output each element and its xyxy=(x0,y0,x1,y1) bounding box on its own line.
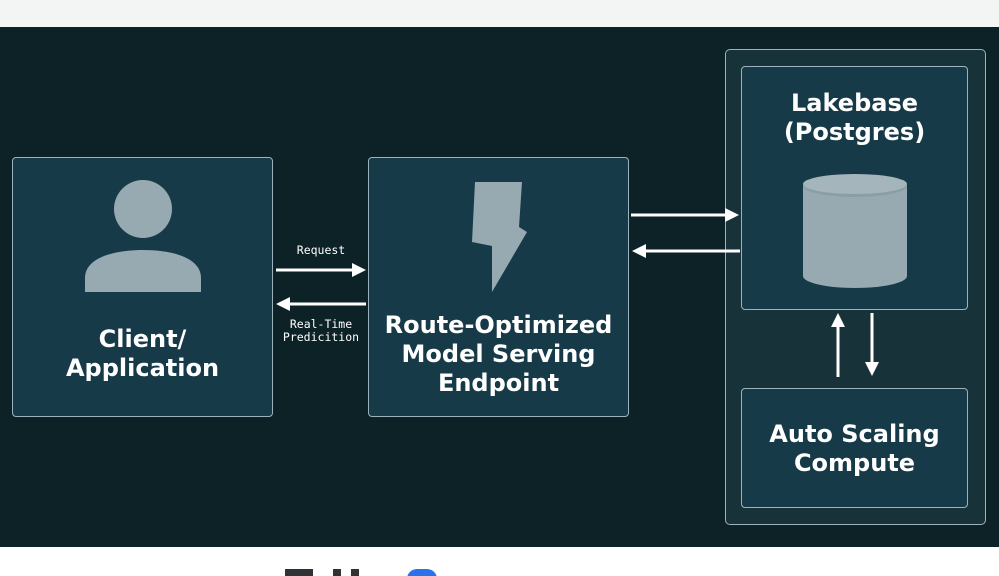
request-label: Request xyxy=(296,243,346,257)
lakebase-box: Lakebase (Postgres) xyxy=(741,66,968,310)
lakebase-label: Lakebase (Postgres) xyxy=(783,89,926,146)
request-arrow xyxy=(276,263,366,277)
bottom-strip xyxy=(0,547,999,576)
client-application-box: Client/ Application xyxy=(12,157,273,417)
auto-scaling-compute-box: Auto Scaling Compute xyxy=(741,388,968,508)
endpoint-to-lakebase-arrow xyxy=(631,208,739,222)
model-serving-endpoint-box: Route-Optimized Model Serving Endpoint xyxy=(368,157,629,417)
lakebase-to-endpoint-arrow xyxy=(632,244,740,258)
prediction-arrow xyxy=(276,297,366,311)
lightning-bolt-icon xyxy=(472,182,527,292)
prediction-label: Real-Time Predicition xyxy=(282,317,360,344)
user-icon xyxy=(85,180,201,292)
top-strip xyxy=(0,0,999,27)
lakebase-to-compute-arrow xyxy=(865,313,879,376)
database-cylinder-icon xyxy=(803,174,907,288)
cropped-content-fragment xyxy=(285,569,445,576)
auto-scaling-compute-label: Auto Scaling Compute xyxy=(769,420,940,477)
client-application-label: Client/ Application xyxy=(65,325,220,382)
model-serving-endpoint-label: Route-Optimized Model Serving Endpoint xyxy=(384,311,613,397)
compute-to-lakebase-arrow xyxy=(831,313,845,377)
